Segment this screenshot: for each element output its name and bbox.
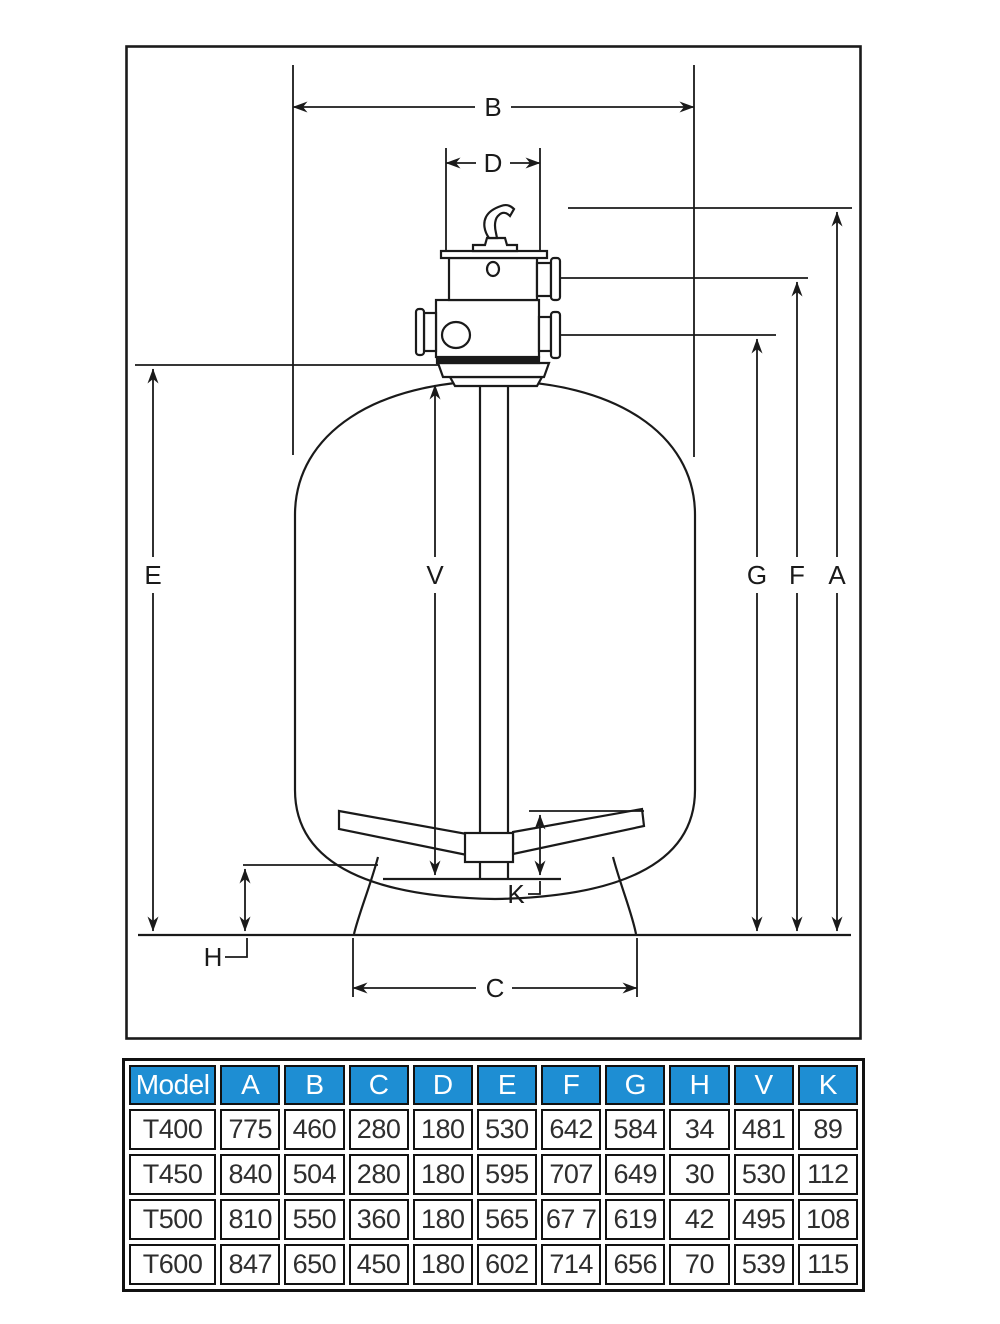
table-cell: 460 (284, 1109, 345, 1150)
dimension-label-g: G (747, 560, 767, 590)
table-cell: 840 (220, 1154, 281, 1195)
model-cell: T500 (129, 1199, 217, 1240)
table-cell: 280 (348, 1109, 409, 1150)
table-row-t400: T400 775 460 280 180 530 642 584 34 481 … (129, 1109, 858, 1150)
column-header-d: D (412, 1065, 473, 1105)
upper-port-flange (549, 256, 562, 302)
column-header-b: B (284, 1065, 345, 1105)
table-cell: 602 (476, 1244, 538, 1285)
table-cell: 495 (733, 1199, 794, 1240)
table-row-t600: T600 847 650 450 180 602 714 656 70 539 … (129, 1244, 858, 1285)
table-cell: 584 (605, 1109, 666, 1150)
table-cell: 42 (669, 1199, 730, 1240)
table-cell: 550 (284, 1199, 345, 1240)
table-cell: 595 (476, 1154, 538, 1195)
dimension-f (561, 277, 808, 932)
table-cell: 180 (412, 1244, 473, 1285)
tank-outline (293, 379, 697, 901)
model-cell: T450 (129, 1154, 217, 1195)
valve-screw-hole (485, 260, 501, 278)
column-header-c: C (348, 1065, 409, 1105)
multiport-valve (414, 203, 562, 388)
table-cell: 775 (220, 1109, 281, 1150)
dimension-label-c: C (486, 973, 505, 1003)
upper-port-neck (535, 261, 553, 298)
valve-collar (436, 361, 551, 379)
dimension-g (561, 334, 776, 932)
left-port-flange (414, 307, 426, 357)
table-cell: 649 (605, 1154, 666, 1195)
dimension-h (225, 864, 378, 958)
table-cell: 115 (797, 1244, 858, 1285)
dimension-label-k: K (507, 879, 525, 909)
table-cell: 70 (669, 1244, 730, 1285)
table-cell: 67 7 (541, 1199, 602, 1240)
table-row-t500: T500 810 550 360 180 565 67 7 619 42 495… (129, 1199, 858, 1240)
dimension-label-v: V (426, 560, 444, 590)
column-header-g: G (605, 1065, 666, 1105)
dimension-k (528, 810, 644, 895)
table-cell: 656 (605, 1244, 666, 1285)
left-port-neck (422, 311, 438, 353)
table-cell: 30 (669, 1154, 730, 1195)
table-cell: 180 (412, 1154, 473, 1195)
dimension-label-h: H (204, 942, 223, 972)
table-cell: 504 (284, 1154, 345, 1195)
tank-neck (448, 375, 544, 388)
dimension-e (135, 364, 439, 932)
table-cell: 180 (412, 1199, 473, 1240)
label-backgrounds (138, 93, 852, 1002)
table-cell: 360 (348, 1199, 409, 1240)
dimension-label-e: E (144, 560, 161, 590)
column-header-model: Model (129, 1065, 217, 1105)
column-header-v: V (733, 1065, 794, 1105)
column-header-h: H (669, 1065, 730, 1105)
table-cell: 565 (476, 1199, 538, 1240)
dimensions-table: Model A B C D E F G H V K T400 775 460 2… (122, 1058, 865, 1292)
handle-mount (471, 236, 519, 253)
table-cell: 280 (348, 1154, 409, 1195)
column-header-a: A (220, 1065, 281, 1105)
dimension-label-a: A (828, 560, 846, 590)
model-cell: T400 (129, 1109, 217, 1150)
column-header-e: E (476, 1065, 538, 1105)
table-cell: 810 (220, 1199, 281, 1240)
table-cell: 650 (284, 1244, 345, 1285)
table-header-row: Model A B C D E F G H V K (129, 1065, 858, 1105)
table-cell: 530 (733, 1154, 794, 1195)
table-cell: 714 (541, 1244, 602, 1285)
table-cell: 481 (733, 1109, 794, 1150)
table-cell: 34 (669, 1109, 730, 1150)
table-cell: 847 (220, 1244, 281, 1285)
table-cell: 707 (541, 1154, 602, 1195)
column-header-k: K (797, 1065, 858, 1105)
model-cell: T600 (129, 1244, 217, 1285)
table-cell: 450 (348, 1244, 409, 1285)
dimension-label-f: F (789, 560, 805, 590)
dimension-label-b: B (484, 92, 501, 122)
table-cell: 108 (797, 1199, 858, 1240)
dimension-label-d: D (484, 148, 503, 178)
valve-handle-icon (483, 203, 516, 240)
table-cell: 530 (476, 1109, 538, 1150)
dimension-labels: B D E V G F A H K C (144, 92, 846, 1003)
table-cell: 180 (412, 1109, 473, 1150)
table-cell: 89 (797, 1109, 858, 1150)
column-header-f: F (541, 1065, 602, 1105)
table-cell: 642 (541, 1109, 602, 1150)
table-cell: 112 (797, 1154, 858, 1195)
table-cell: 539 (733, 1244, 794, 1285)
table-cell: 619 (605, 1199, 666, 1240)
diagram-border (125, 45, 862, 1040)
filter-dimension-diagram: B D E V G F A H K C (125, 45, 862, 1040)
table-row-t450: T450 840 504 280 180 595 707 649 30 530 … (129, 1154, 858, 1195)
lateral-hub (463, 831, 515, 864)
lower-port-neck (537, 315, 553, 353)
sight-glass (440, 320, 472, 350)
standpipe (478, 386, 510, 879)
lower-port-flange (549, 310, 562, 360)
